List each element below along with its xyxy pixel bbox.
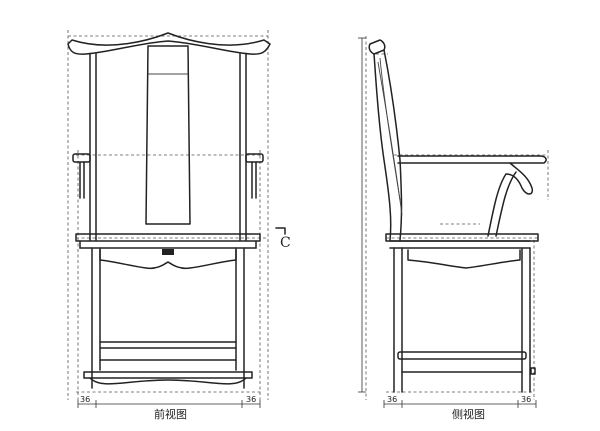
front-legs (91, 247, 245, 389)
front-crest-rail (67, 32, 271, 55)
side-legs (393, 247, 536, 393)
side-seat (385, 233, 539, 249)
front-dim-left: 36 (80, 395, 90, 404)
front-dashed-guides (67, 30, 269, 400)
side-crest-end (368, 39, 386, 55)
side-height-dimension (358, 37, 366, 393)
side-dimension-line (383, 400, 537, 408)
section-marker: C (275, 227, 291, 251)
front-apron (99, 249, 237, 270)
side-back-post (373, 49, 403, 241)
front-arm-right (245, 153, 264, 199)
side-arm (397, 155, 547, 237)
front-dim-right: 36 (246, 395, 256, 404)
front-view: 36 36 前视图 (67, 30, 271, 421)
front-footrest (83, 371, 253, 385)
side-dim-right: 36 (521, 395, 531, 404)
front-back-splat (145, 45, 191, 225)
front-dimension-line (77, 400, 261, 408)
front-stretchers (99, 341, 237, 361)
section-marker-label: C (280, 235, 291, 251)
front-view-label: 前视图 (154, 407, 187, 421)
side-dim-left: 36 (387, 395, 397, 404)
side-view-label: 侧视图 (452, 407, 485, 421)
side-view: 36 36 侧视图 (358, 36, 549, 421)
side-stretchers (397, 351, 527, 373)
front-back-posts (89, 53, 247, 241)
side-apron (407, 249, 521, 269)
front-arm-left (72, 153, 91, 199)
front-seat (75, 233, 261, 255)
front-seat-joint-mark (162, 249, 174, 255)
